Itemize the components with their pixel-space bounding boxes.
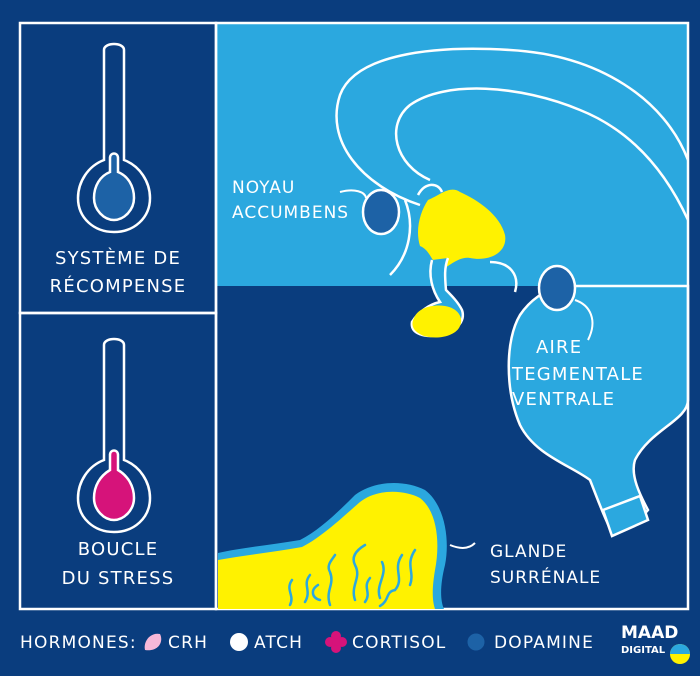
brainstem bbox=[507, 284, 690, 534]
dot-icon bbox=[230, 633, 248, 651]
logo-line2: DIGITAL bbox=[621, 645, 666, 656]
left-column: SYSTÈME DE RÉCOMPENSE BOUCLE DU STRESS bbox=[18, 21, 218, 611]
stress-thermometer-icon bbox=[76, 337, 152, 534]
reward-thermometer-icon bbox=[76, 42, 152, 234]
glande-leader bbox=[449, 542, 476, 549]
legend-title: HORMONES: bbox=[20, 633, 137, 653]
aire-label-line1: AIRE bbox=[536, 337, 582, 358]
noyau-label-line2: ACCUMBENS bbox=[232, 203, 349, 223]
maad-digital-logo: MAAD DIGITAL bbox=[621, 623, 690, 664]
legend-item-atch: ATCH bbox=[254, 633, 303, 653]
glande-label-line1: GLANDE bbox=[490, 542, 567, 562]
legend-item-crh: CRH bbox=[168, 633, 208, 653]
stress-label-line1: BOUCLE bbox=[78, 539, 159, 560]
pituitary-gland bbox=[412, 305, 462, 338]
aire-label-line3: VENTRALE bbox=[512, 389, 615, 410]
midbrain-edge bbox=[489, 260, 518, 293]
logo-line1: MAAD bbox=[621, 623, 678, 643]
reward-label-line1: SYSTÈME DE bbox=[55, 247, 181, 269]
noyau-leader bbox=[339, 189, 367, 199]
glande-label-line2: SURRÉNALE bbox=[490, 566, 601, 588]
reward-label-line2: RÉCOMPENSE bbox=[50, 275, 187, 297]
hypothalamus bbox=[417, 189, 506, 270]
ventral-tegmental-area bbox=[537, 264, 577, 312]
legend-item-dopamine: DOPAMINE bbox=[494, 633, 594, 653]
noyau-label-line1: NOYAU bbox=[232, 178, 295, 198]
stress-panel bbox=[18, 311, 218, 611]
brain-panel bbox=[214, 21, 690, 611]
adrenal-vessels bbox=[288, 543, 417, 608]
logo-half-icon bbox=[670, 644, 690, 654]
aire-leader bbox=[574, 299, 594, 341]
petal-icon bbox=[144, 633, 162, 651]
dot-icon bbox=[466, 632, 486, 652]
hormone-legend: HORMONES: CRH ATCH CORTISOL DOPAMINE bbox=[20, 631, 594, 653]
legend-item-cortisol: CORTISOL bbox=[352, 633, 446, 653]
corpus-callosum-outer bbox=[335, 47, 690, 207]
nucleus-accumbens bbox=[361, 188, 401, 236]
hypothalamus-bump bbox=[416, 183, 444, 196]
ventricle-line bbox=[389, 199, 412, 276]
corpus-callosum-inner bbox=[394, 87, 690, 221]
stress-label-line2: DU STRESS bbox=[62, 568, 175, 589]
flower-icon bbox=[325, 631, 347, 653]
aire-label-line2: TEGMENTALE bbox=[511, 364, 644, 385]
brainstem-tube bbox=[601, 494, 650, 538]
